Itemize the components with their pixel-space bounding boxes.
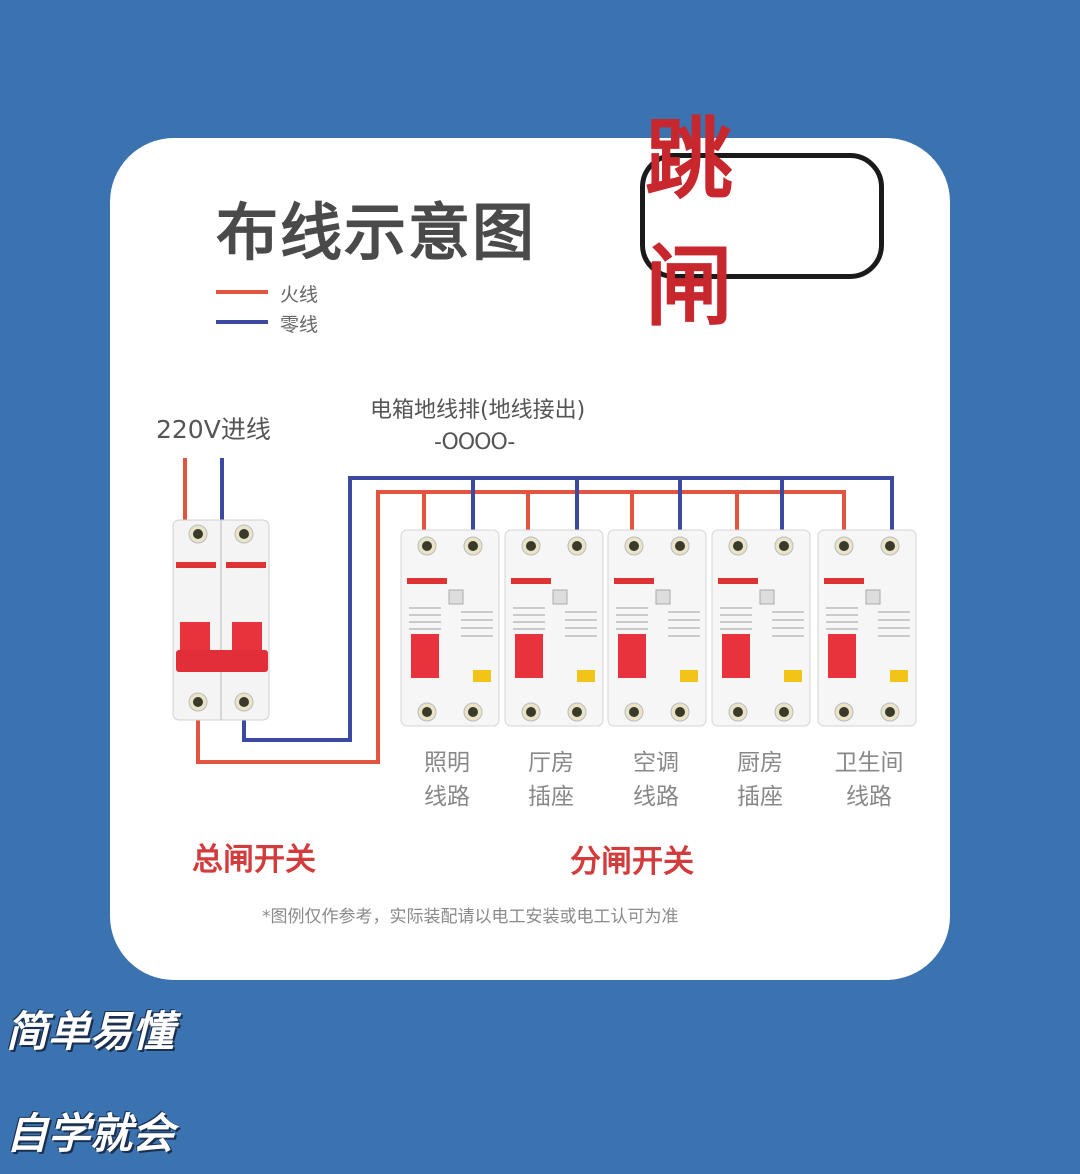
slogan-self-learn: 自学就会 bbox=[6, 1109, 175, 1158]
indicator-window bbox=[655, 589, 671, 605]
main-switch-label: 总闸开关 bbox=[192, 842, 316, 878]
main-breaker bbox=[172, 519, 270, 721]
circuit-label-kitchen-socket: 厨房 插座 bbox=[720, 746, 800, 814]
branch-breaker bbox=[400, 529, 500, 727]
terminal-screw-head bbox=[839, 707, 849, 717]
breakers bbox=[172, 519, 917, 727]
terminal-screw-head bbox=[629, 707, 639, 717]
diagram-title: 布线示意图 bbox=[216, 196, 537, 269]
slogan-easy: 简单易懂 bbox=[6, 1007, 175, 1056]
test-button bbox=[784, 670, 802, 682]
circuit-label-line2: 线路 bbox=[424, 784, 470, 810]
terminal-screw-head bbox=[193, 529, 203, 539]
circuit-label-line2: 线路 bbox=[846, 784, 892, 810]
brand-strip bbox=[226, 562, 266, 568]
terminal-screw-head bbox=[422, 707, 432, 717]
terminal-screw-head bbox=[572, 707, 582, 717]
circuit-label-lighting: 照明 线路 bbox=[407, 746, 487, 814]
terminal-screw-head bbox=[839, 541, 849, 551]
terminal-screw-head bbox=[733, 707, 743, 717]
indicator-window bbox=[448, 589, 464, 605]
circuit-label-line2: 插座 bbox=[528, 784, 574, 810]
terminal-screw-head bbox=[468, 541, 478, 551]
circuit-label-room-socket: 厅房 插座 bbox=[511, 746, 591, 814]
disclaimer-note: *图例仅作参考，实际装配请以电工安装或电工认可为准 bbox=[262, 907, 679, 927]
circuit-label-line2: 线路 bbox=[633, 784, 679, 810]
ground-bar-label: 电箱地线排(地线接出) bbox=[370, 398, 586, 423]
circuit-label-line1: 厅房 bbox=[528, 750, 574, 776]
breaker-handle bbox=[722, 634, 750, 678]
terminal-screw-head bbox=[885, 707, 895, 717]
brand-strip bbox=[824, 578, 864, 584]
brand-strip bbox=[407, 578, 447, 584]
circuit-label-aircon: 空调 线路 bbox=[616, 746, 696, 814]
test-button bbox=[890, 670, 908, 682]
terminal-screw-head bbox=[526, 541, 536, 551]
handle-tie-bar bbox=[176, 650, 268, 672]
indicator-window bbox=[759, 589, 775, 605]
branch-switch-label: 分闸开关 bbox=[570, 844, 694, 880]
indicator-window bbox=[552, 589, 568, 605]
terminal-screw-head bbox=[733, 541, 743, 551]
terminal-screw-head bbox=[779, 541, 789, 551]
terminal-screw-head bbox=[779, 707, 789, 717]
test-button bbox=[680, 670, 698, 682]
terminal-screw-head bbox=[239, 697, 249, 707]
branch-breaker bbox=[607, 529, 707, 727]
terminal-screw-head bbox=[675, 707, 685, 717]
breaker-handle bbox=[411, 634, 439, 678]
circuit-label-bathroom: 卫生间 线路 bbox=[824, 746, 914, 814]
test-button bbox=[577, 670, 595, 682]
terminal-screw-head bbox=[572, 541, 582, 551]
terminal-screw-head bbox=[468, 707, 478, 717]
terminal-screw-head bbox=[193, 697, 203, 707]
branch-breaker bbox=[504, 529, 604, 727]
brand-strip bbox=[614, 578, 654, 584]
wires bbox=[183, 458, 894, 764]
breaker-handle bbox=[618, 634, 646, 678]
ground-bar-symbol: -OOOO- bbox=[434, 430, 515, 455]
legend-live-label: 火线 bbox=[280, 284, 319, 306]
circuit-label-line1: 空调 bbox=[633, 750, 679, 776]
branch-breaker bbox=[711, 529, 811, 727]
brand-strip bbox=[511, 578, 551, 584]
legend-live-line bbox=[216, 290, 268, 294]
main-feed-label: 220V进线 bbox=[156, 415, 271, 444]
legend-neutral-line bbox=[216, 320, 268, 324]
neutral-bus-wire bbox=[242, 476, 894, 742]
branch-breaker bbox=[817, 529, 917, 727]
terminal-screw-head bbox=[422, 541, 432, 551]
circuit-label-line2: 插座 bbox=[737, 784, 783, 810]
breaker-handle bbox=[515, 634, 543, 678]
brand-strip bbox=[176, 562, 216, 568]
circuit-label-line1: 照明 bbox=[424, 750, 470, 776]
terminal-screw-head bbox=[629, 541, 639, 551]
terminal-screw-head bbox=[526, 707, 536, 717]
live-bus-wire bbox=[196, 490, 846, 764]
terminal-screw-head bbox=[885, 541, 895, 551]
breaker-handle bbox=[828, 634, 856, 678]
legend-neutral-label: 零线 bbox=[280, 314, 319, 336]
circuit-label-line1: 厨房 bbox=[737, 750, 783, 776]
terminal-screw-head bbox=[675, 541, 685, 551]
indicator-window bbox=[865, 589, 881, 605]
terminal-screw-head bbox=[239, 529, 249, 539]
test-button bbox=[473, 670, 491, 682]
circuit-label-line1: 卫生间 bbox=[834, 750, 904, 776]
brand-strip bbox=[718, 578, 758, 584]
